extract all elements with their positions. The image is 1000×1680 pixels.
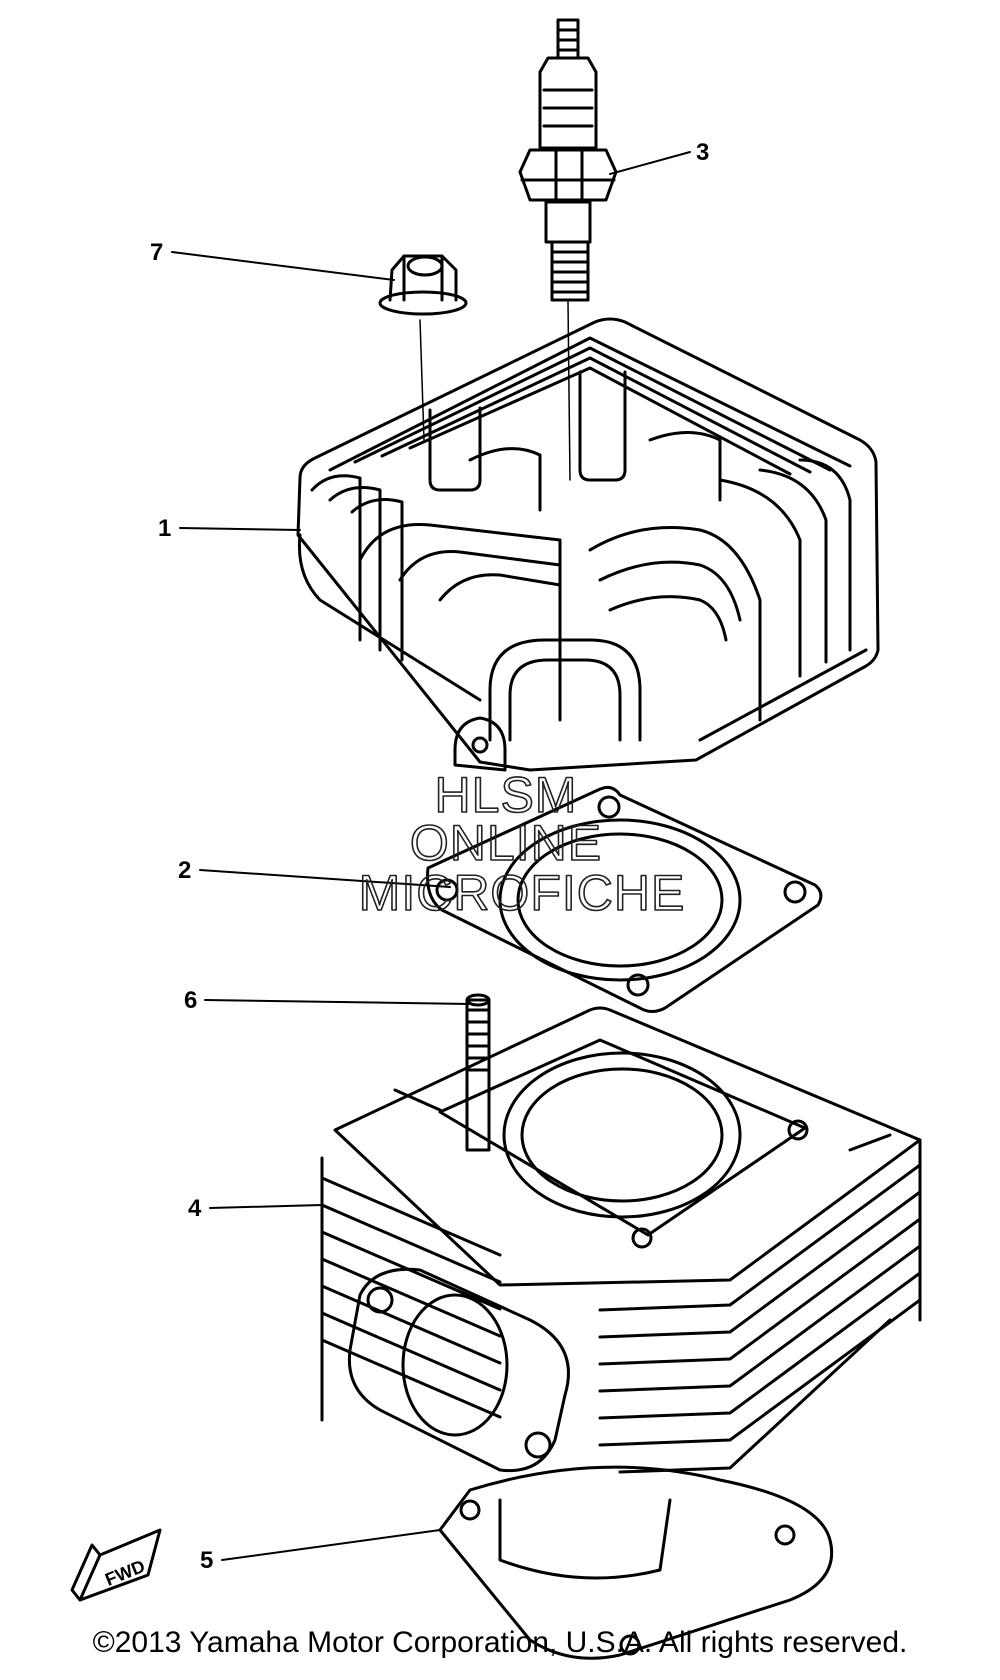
head-gasket: [426, 785, 823, 1013]
callout-5: 5: [200, 1547, 213, 1574]
copyright-notice: ©2013 Yamaha Motor Corporation, U.S.A. A…: [92, 1626, 908, 1659]
callout-7: 7: [150, 239, 163, 266]
callout-6: 6: [184, 987, 197, 1014]
watermark-line-3: MICROFICHE: [359, 865, 686, 921]
watermark: HLSM ONLINE MICROFICHE: [358, 766, 686, 922]
callout-numbers: 3 7 1 2 6 4 5: [150, 139, 709, 1574]
flange-nut: [378, 254, 468, 441]
watermark-line-2: ONLINE: [410, 815, 602, 871]
callout-3: 3: [696, 139, 709, 166]
callout-1: 1: [158, 515, 171, 542]
cylinder-head: [296, 317, 880, 772]
spark-plug: [518, 18, 618, 481]
leader-lines: [171, 151, 691, 1561]
callout-4: 4: [188, 1195, 202, 1222]
base-gasket: [438, 1465, 834, 1660]
stud-bolt: [465, 993, 491, 1152]
cylinder-block: [320, 1006, 922, 1580]
fwd-arrow-mark: FWD: [70, 1528, 162, 1602]
callout-2: 2: [178, 857, 191, 884]
watermark-line-1: HLSM: [435, 767, 578, 823]
